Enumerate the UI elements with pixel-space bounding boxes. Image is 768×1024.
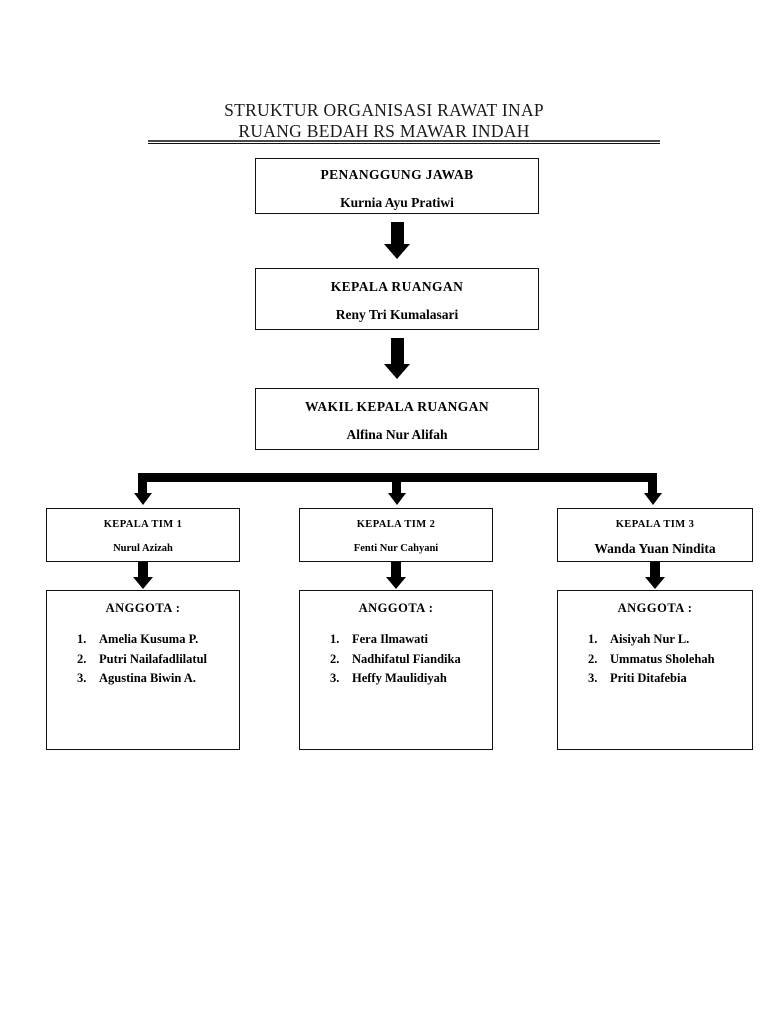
connector-arrowhead-tim-3-members	[645, 577, 665, 589]
title-line-1: STRUKTUR ORGANISASI RAWAT INAP	[224, 100, 544, 120]
member-name: Aisiyah Nur L.	[610, 632, 690, 646]
connector-shaft-pj-to-kr	[391, 222, 404, 244]
members-heading: ANGGOTA :	[105, 601, 181, 615]
member-name: Heffy Maulidiyah	[352, 671, 447, 685]
connector-shaft-kr-to-wkr	[391, 338, 404, 364]
list-item: 3. Heffy Maulidiyah	[330, 669, 484, 689]
list-index: 1.	[330, 632, 340, 646]
connector-arrowhead-tim-3	[644, 493, 662, 505]
list-item: 2. Putri Nailafadlilatul	[77, 650, 231, 670]
node-role-label: KEPALA TIM 2	[356, 519, 436, 530]
node-person-name: Wanda Yuan Nindita	[594, 541, 716, 556]
node-role-label: KEPALA RUANGAN	[330, 279, 464, 294]
connector-distribution-bar	[138, 473, 657, 482]
list-index: 3.	[330, 671, 340, 685]
members-heading: ANGGOTA :	[617, 601, 693, 615]
node-person-name: Fenti Nur Cahyani	[353, 543, 439, 554]
members-list-tim-3: 1. Aisiyah Nur L. 2. Ummatus Sholehah 3. Pr…	[558, 630, 752, 689]
title-divider-rule	[148, 140, 660, 144]
list-item: 3. Priti Ditafebia	[588, 669, 744, 689]
node-person-name: Alfina Nur Alifah	[346, 427, 448, 442]
connector-shaft-tim-2-members	[391, 562, 401, 578]
connector-drop-tim-2	[392, 482, 401, 496]
connector-drop-tim-1	[138, 482, 147, 496]
member-name: Amelia Kusuma P.	[99, 632, 199, 646]
member-name: Fera Ilmawati	[352, 632, 429, 646]
node-penanggung-jawab: PENANGGUNG JAWAB Kurnia Ayu Pratiwi	[255, 158, 539, 214]
node-anggota-tim-2: ANGGOTA : 1. Fera Ilmawati 2. Nadhifatul F…	[299, 590, 493, 750]
connector-shaft-tim-3-members	[650, 562, 660, 578]
node-kepala-tim-3: KEPALA TIM 3 Wanda Yuan Nindita	[557, 508, 753, 562]
connector-arrowhead-kr-to-wkr	[384, 364, 410, 379]
list-index: 1.	[77, 632, 87, 646]
member-name: Putri Nailafadlilatul	[99, 651, 207, 666]
connector-arrowhead-tim-2	[388, 493, 406, 505]
node-person-name: Kurnia Ayu Pratiwi	[340, 195, 454, 210]
member-name: Ummatus Sholehah	[610, 651, 715, 666]
list-item: 2. Nadhifatul Fiandika	[330, 650, 484, 670]
list-item: 2. Ummatus Sholehah	[588, 650, 744, 670]
node-role-label: KEPALA TIM 3	[615, 519, 695, 530]
connector-arrowhead-tim-1-members	[133, 577, 153, 589]
list-item: 3. Agustina Biwin A.	[77, 669, 231, 689]
list-item: 1. Amelia Kusuma P.	[77, 630, 231, 650]
node-role-label: WAKIL KEPALA RUANGAN	[304, 399, 490, 414]
connector-shaft-tim-1-members	[138, 562, 148, 578]
members-list-tim-1: 1. Amelia Kusuma P. 2. Putri Nailafadlilat…	[47, 630, 239, 689]
connector-arrowhead-tim-1	[134, 493, 152, 505]
members-list-tim-2: 1. Fera Ilmawati 2. Nadhifatul Fiandika 3.…	[300, 630, 492, 689]
members-heading: ANGGOTA :	[358, 601, 434, 615]
list-index: 3.	[77, 671, 87, 685]
list-index: 2.	[588, 651, 598, 666]
node-wakil-kepala-ruangan: WAKIL KEPALA RUANGAN Alfina Nur Alifah	[255, 388, 539, 450]
member-name: Agustina Biwin A.	[99, 671, 196, 685]
member-name: Nadhifatul Fiandika	[352, 651, 461, 666]
node-role-label: KEPALA TIM 1	[103, 519, 183, 530]
list-item: 1. Fera Ilmawati	[330, 630, 484, 650]
node-kepala-ruangan: KEPALA RUANGAN Reny Tri Kumalasari	[255, 268, 539, 330]
list-index: 3.	[588, 671, 598, 685]
connector-drop-tim-3	[648, 482, 657, 496]
node-person-name: Nurul Azizah	[113, 543, 173, 554]
connector-arrowhead-pj-to-kr	[384, 244, 410, 259]
list-item: 1. Aisiyah Nur L.	[588, 630, 744, 650]
member-name: Priti Ditafebia	[610, 671, 687, 685]
node-kepala-tim-1: KEPALA TIM 1 Nurul Azizah	[46, 508, 240, 562]
node-role-label: PENANGGUNG JAWAB	[320, 167, 474, 182]
connector-arrowhead-tim-2-members	[386, 577, 406, 589]
page-title: STRUKTUR ORGANISASI RAWAT INAP RUANG BED…	[0, 100, 768, 142]
list-index: 1.	[588, 632, 598, 646]
list-index: 2.	[330, 651, 340, 666]
title-line-2: RUANG BEDAH RS MAWAR INDAH	[238, 121, 530, 141]
node-person-name: Reny Tri Kumalasari	[335, 307, 459, 322]
node-anggota-tim-1: ANGGOTA : 1. Amelia Kusuma P. 2. Putri Nai…	[46, 590, 240, 750]
node-anggota-tim-3: ANGGOTA : 1. Aisiyah Nur L. 2. Ummatus Sho…	[557, 590, 753, 750]
node-kepala-tim-2: KEPALA TIM 2 Fenti Nur Cahyani	[299, 508, 493, 562]
list-index: 2.	[77, 651, 87, 666]
